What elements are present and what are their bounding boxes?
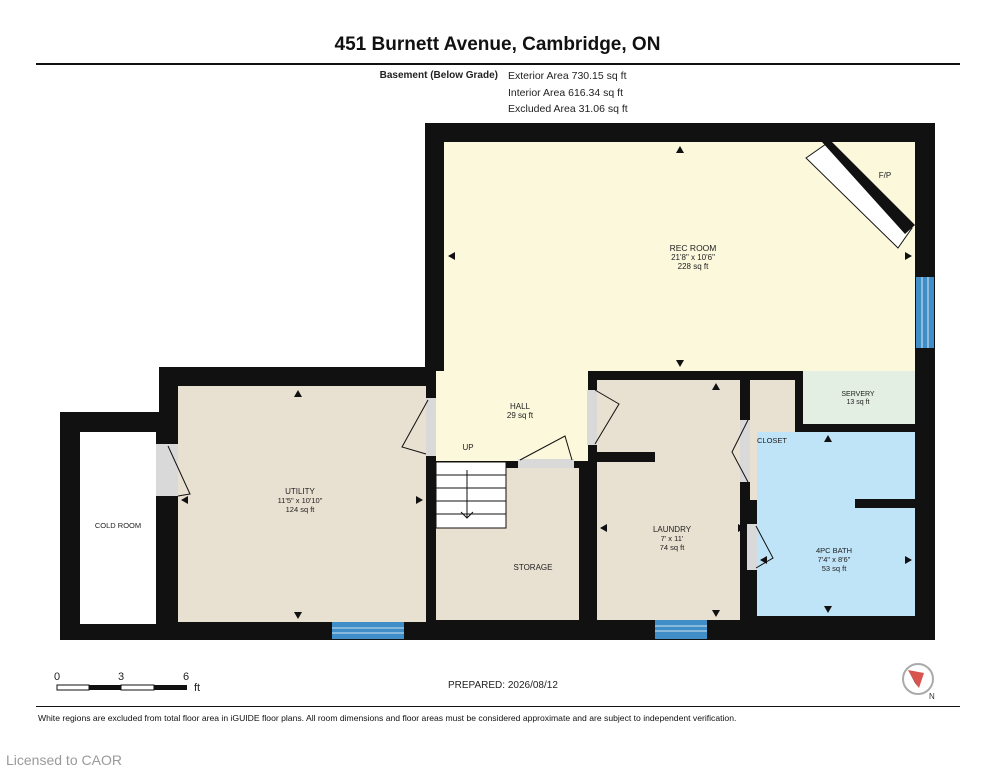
scale-tick-0: 0 — [54, 671, 61, 683]
laundry-area — [597, 380, 740, 620]
servery-sqft: 13 sq ft — [847, 399, 870, 406]
utility-sqft: 124 sq ft — [286, 505, 316, 514]
rec-room-sqft: 228 sq ft — [678, 262, 709, 271]
header-divider — [36, 63, 960, 65]
disclaimer: White regions are excluded from total fl… — [38, 713, 737, 723]
cold-room-name: COLD ROOM — [95, 521, 141, 530]
servery-name: SERVERY — [841, 391, 875, 398]
dimension-arrows — [181, 146, 912, 619]
bath-name: 4PC BATH — [816, 546, 852, 555]
windows — [332, 277, 934, 639]
closet-name: CLOSET — [757, 436, 787, 445]
bath-sqft: 53 sq ft — [822, 564, 848, 573]
exterior-area: Exterior Area 730.15 sq ft — [508, 70, 627, 82]
interior-area: Interior Area 616.34 sq ft — [508, 87, 623, 99]
bath-area — [757, 432, 915, 616]
rec-room-name: REC ROOM — [670, 243, 717, 253]
scale-unit: ft — [194, 682, 201, 694]
cold-room-area — [80, 432, 156, 624]
rec-room-dims: 21'8" x 10'6" — [671, 253, 715, 262]
utility-area — [178, 386, 426, 622]
footer-divider — [36, 706, 960, 707]
scale-bar — [56, 684, 187, 691]
fireplace-label: F/P — [879, 171, 891, 180]
compass-icon — [902, 663, 934, 695]
laundry-sqft: 74 sq ft — [660, 543, 686, 552]
hall-name: HALL — [510, 402, 531, 411]
utility-dims: 11'5" x 10'10" — [278, 496, 323, 505]
utility-name: UTILITY — [285, 487, 315, 496]
hall-area — [436, 371, 588, 461]
license-watermark: Licensed to CAOR — [6, 752, 122, 768]
interior-walls — [597, 452, 915, 508]
prepared-date: PREPARED: 2026/08/12 — [448, 680, 558, 691]
scale-tick-6: 6 — [183, 671, 190, 683]
fireplace — [805, 142, 915, 249]
hall-sqft: 29 sq ft — [507, 411, 534, 420]
laundry-name: LAUNDRY — [653, 525, 692, 534]
compass-north-label: N — [929, 692, 935, 701]
level-label: Basement (Below Grade) — [379, 70, 498, 81]
page-title: 451 Burnett Avenue, Cambridge, ON — [334, 34, 661, 55]
stairs — [435, 461, 507, 529]
laundry-dims: 7' x 11' — [661, 534, 684, 543]
servery-area — [803, 371, 915, 424]
scale-tick-3: 3 — [118, 671, 125, 683]
excluded-area: Excluded Area 31.06 sq ft — [508, 103, 628, 115]
bath-dims: 7'4" x 8'6" — [818, 555, 851, 564]
storage-name: STORAGE — [514, 563, 553, 572]
doors — [156, 389, 774, 570]
stairs-up-label: UP — [462, 443, 473, 452]
